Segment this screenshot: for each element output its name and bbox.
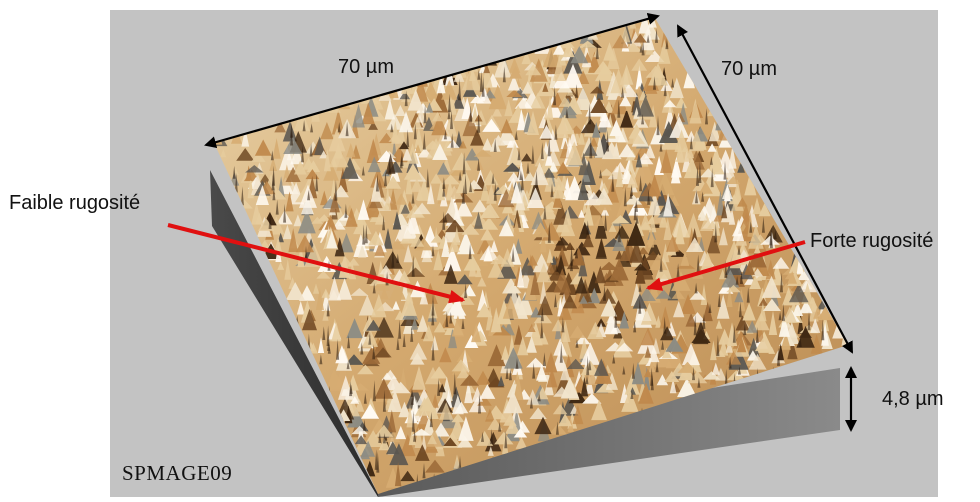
low-roughness-label: Faible rugosité (9, 192, 141, 214)
depth-dimension-arrow (677, 24, 853, 354)
high-roughness-arrow (645, 240, 806, 291)
left-side-wall (210, 170, 378, 497)
width-dimension-arrow (204, 12, 660, 149)
front-side-wall (378, 368, 840, 497)
low-roughness-arrow (167, 223, 466, 304)
height-label: 4,8 µm (882, 388, 944, 410)
instrument-watermark: SPMAGE09 (122, 461, 233, 485)
depth-label: 70 µm (721, 58, 777, 80)
high-roughness-label: Forte rugosité (810, 230, 934, 252)
width-label: 70 µm (338, 56, 394, 78)
